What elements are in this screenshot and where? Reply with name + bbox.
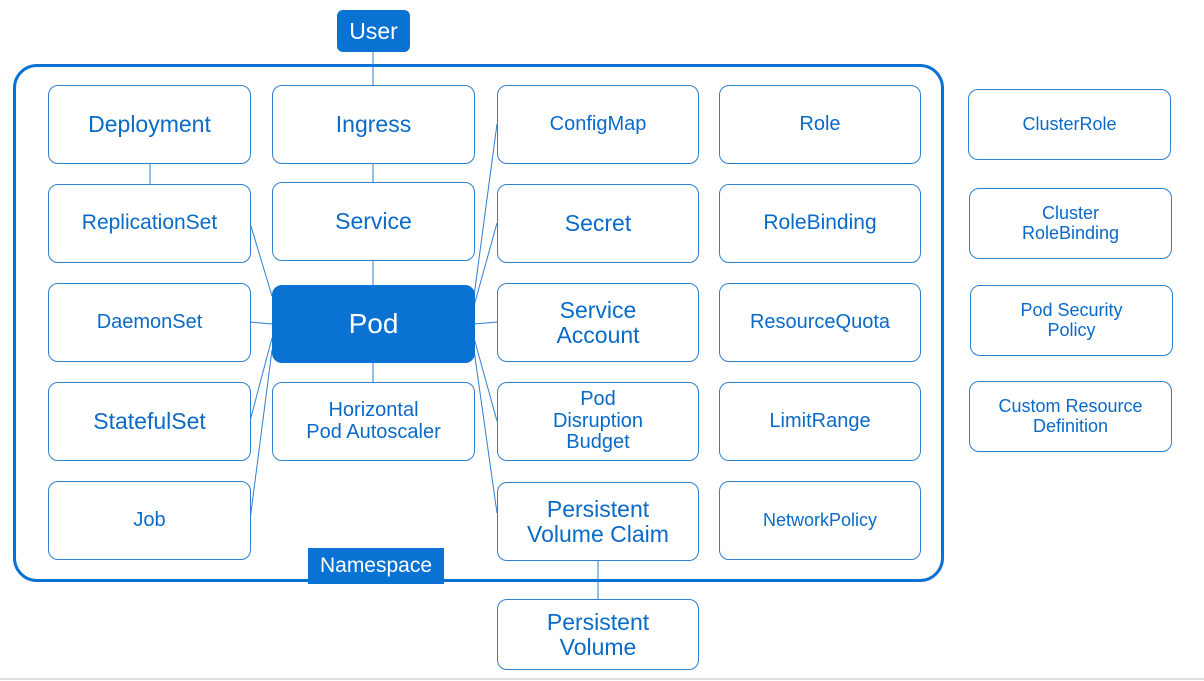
connector-pod-pdb (473, 337, 498, 422)
rolebinding-box: RoleBinding (719, 184, 921, 263)
connector-pod-replicationset (249, 222, 273, 297)
horizontal-pod-autoscaler-box: Horizontal Pod Autoscaler (272, 382, 475, 461)
cluster-rolebinding-box: Cluster RoleBinding (969, 188, 1172, 259)
limitrange-box: LimitRange (719, 382, 921, 461)
statefulset-box: StatefulSet (48, 382, 251, 461)
pod-disruption-budget-box: Pod Disruption Budget (497, 382, 699, 461)
service-box: Service (272, 182, 475, 261)
daemonset-box: DaemonSet (48, 283, 251, 362)
connector-pod-configmap (473, 123, 498, 297)
configmap-box: ConfigMap (497, 85, 699, 164)
job-box: Job (48, 481, 251, 560)
connector-pod-statefulset (249, 337, 273, 422)
resourcequota-box: ResourceQuota (719, 283, 921, 362)
persistent-volume-claim-box: Persistent Volume Claim (497, 482, 699, 561)
connector-pod-daemonset (249, 321, 273, 325)
persistent-volume-box: Persistent Volume (497, 599, 699, 670)
pod-box: Pod (272, 285, 475, 363)
pod-security-policy-box: Pod Security Policy (970, 285, 1173, 356)
custom-resource-definition-box: Custom Resource Definition (969, 381, 1172, 452)
namespace-label: Namespace (308, 548, 444, 584)
connector-pod-pvc (473, 349, 498, 514)
bottom-divider (0, 678, 1204, 680)
connector-pod-job (249, 349, 273, 521)
role-box: Role (719, 85, 921, 164)
networkpolicy-box: NetworkPolicy (719, 481, 921, 560)
secret-box: Secret (497, 184, 699, 263)
connector-pod-serviceaccount (473, 321, 498, 325)
user-label: User (337, 10, 410, 52)
replicationset-box: ReplicationSet (48, 184, 251, 263)
deployment-box: Deployment (48, 85, 251, 164)
service-account-box: Service Account (497, 283, 699, 362)
ingress-box: Ingress (272, 85, 475, 164)
namespace-frame (13, 64, 944, 582)
clusterrole-box: ClusterRole (968, 89, 1171, 160)
connector-pod-secret (473, 222, 498, 307)
